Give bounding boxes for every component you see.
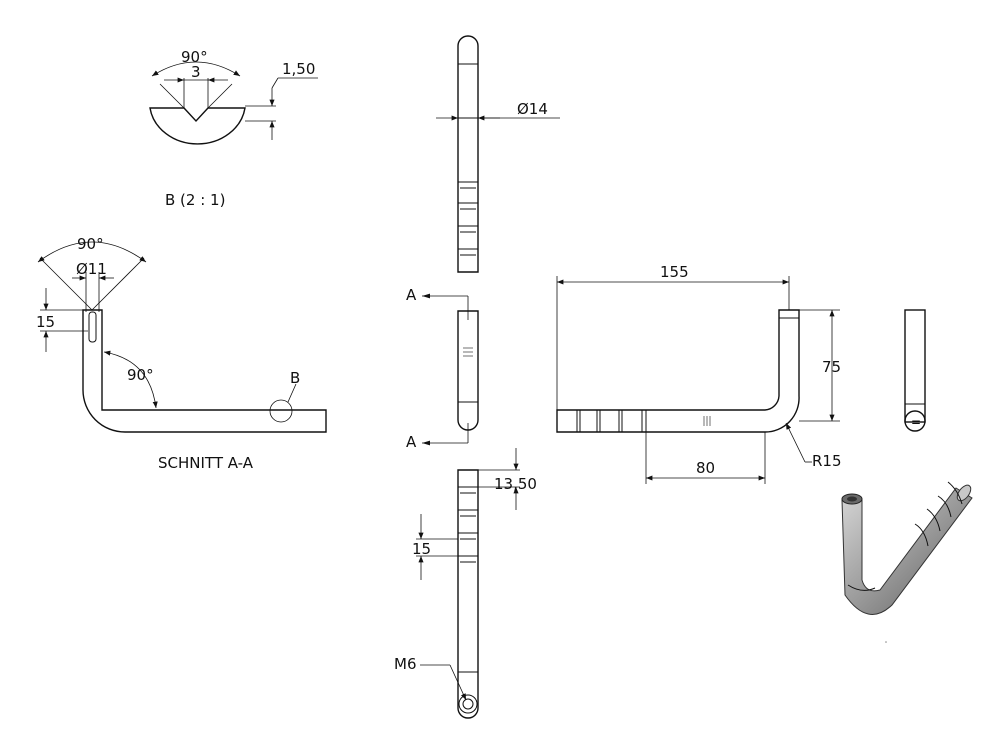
middle-rod-view: A A xyxy=(406,286,479,451)
end-view: = xyxy=(904,309,926,432)
isometric-model xyxy=(841,481,973,643)
section-aa-top-angle: 90° xyxy=(77,235,104,253)
height-dimension: 75 xyxy=(822,358,841,376)
bottom-rod-view: 13,50 15 M6 xyxy=(394,448,537,719)
thread-label: M6 xyxy=(394,655,417,673)
section-aa-diameter: Ø11 xyxy=(76,260,107,278)
groove-width-label: 15 xyxy=(412,540,431,558)
section-aa-detail-ref: B xyxy=(290,369,300,387)
end-view-symbol: = xyxy=(911,415,921,429)
groove-pitch-label: 13,50 xyxy=(494,475,537,493)
straight-dimension: 80 xyxy=(696,459,715,477)
section-aa-caption: SCHNITT A-A xyxy=(158,454,254,472)
section-mark-bottom: A xyxy=(406,433,417,451)
detail-b-angle-label: 90° xyxy=(181,48,208,66)
detail-b-depth-label: 1,50 xyxy=(282,60,315,78)
detail-b-caption: B (2 : 1) xyxy=(165,191,225,209)
length-dimension: 155 xyxy=(660,263,689,281)
section-aa-bend-angle: 90° xyxy=(127,366,154,384)
top-rod-view: Ø14 xyxy=(436,35,560,273)
section-aa-depth: 15 xyxy=(36,313,55,331)
detail-b-profile xyxy=(149,107,246,145)
section-aa-view: 90° Ø11 15 90° B SCHNITT A-A xyxy=(36,235,327,472)
section-mark-top: A xyxy=(406,286,417,304)
section-aa-profile xyxy=(82,309,327,433)
detail-b-view: 90° 3 1,50 B (2 : 1) xyxy=(149,48,318,209)
radius-label: R15 xyxy=(812,452,842,470)
side-view: 155 75 80 R15 xyxy=(556,263,842,484)
detail-b-width-label: 3 xyxy=(191,63,201,81)
top-rod-diameter: Ø14 xyxy=(517,100,548,118)
